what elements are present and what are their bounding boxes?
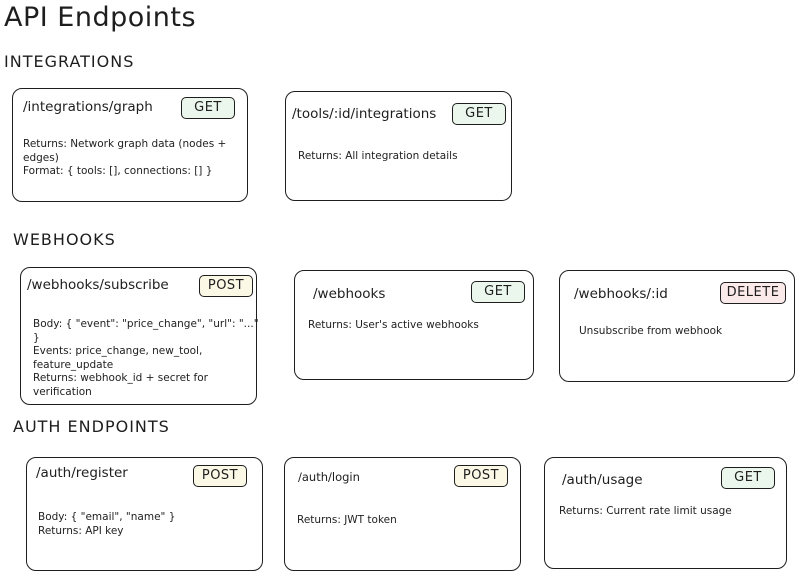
description-line: Returns: JWT token (297, 514, 397, 526)
description-line: feature_update (33, 358, 114, 371)
endpoint-path: /auth/login (298, 470, 360, 484)
section-integrations: INTEGRATIONS (4, 52, 135, 71)
endpoint-path: /tools/:id/integrations (292, 106, 437, 122)
method-badge: GET (452, 103, 506, 125)
description-line: Body: { "email", "name" } (38, 511, 176, 523)
card-auth-usage: /auth/usage GET Returns: Current rate li… (544, 457, 787, 569)
endpoint-path: /auth/register (36, 465, 128, 481)
endpoint-path: /webhooks/subscribe (27, 277, 169, 293)
description-line: Returns: User's active webhooks (308, 319, 479, 331)
description-line: Body: { "event": "price_change", "url": … (33, 318, 259, 330)
endpoint-path: /webhooks/:id (574, 286, 668, 302)
method-badge: POST (193, 465, 247, 487)
card-auth-register: /auth/register POST Body: { "email", "na… (26, 457, 263, 571)
section-auth: AUTH ENDPOINTS (13, 417, 170, 436)
page-title: API Endpoints (4, 2, 197, 33)
description-line: } (33, 331, 40, 344)
endpoint-path: /auth/usage (562, 472, 643, 488)
endpoint-description: Returns: Network graph data (nodes + edg… (23, 138, 226, 179)
description-line: Returns: All integration details (298, 150, 458, 162)
card-webhooks: /webhooks GET Returns: User's active web… (294, 270, 534, 380)
endpoint-path: /webhooks (313, 286, 386, 302)
description-line: Returns: webhook_id + secret for (33, 372, 208, 384)
section-webhooks: WEBHOOKS (13, 230, 116, 249)
endpoint-description: Returns: JWT token (297, 514, 397, 528)
method-badge: DELETE (720, 282, 786, 304)
description-line: verification (33, 385, 92, 398)
card-webhooks-subscribe: /webhooks/subscribe POST Body: { "event"… (20, 267, 259, 405)
method-badge: GET (181, 97, 235, 119)
card-tools-integrations: /tools/:id/integrations GET Returns: All… (285, 91, 512, 201)
description-line: Format: { tools: [], connections: [] } (23, 165, 213, 177)
endpoint-description: Body: { "event": "price_change", "url": … (33, 318, 259, 399)
description-line: Unsubscribe from webhook (579, 325, 723, 337)
method-badge: POST (199, 275, 253, 297)
card-integrations-graph: /integrations/graph GET Returns: Network… (12, 88, 248, 202)
description-line: Returns: Current rate limit usage (559, 505, 732, 517)
card-auth-login: /auth/login POST Returns: JWT token (284, 457, 521, 571)
endpoint-description: Returns: User's active webhooks (308, 319, 479, 333)
card-webhooks-id: /webhooks/:id DELETE Unsubscribe from we… (559, 270, 795, 382)
method-badge: POST (454, 465, 508, 487)
method-badge: GET (471, 281, 525, 303)
method-badge: GET (721, 467, 775, 489)
endpoint-description: Returns: Current rate limit usage (559, 505, 732, 519)
description-line: Returns: Network graph data (nodes + (23, 138, 227, 150)
endpoint-description: Body: { "email", "name" } Returns: API k… (38, 511, 175, 538)
endpoint-path: /integrations/graph (23, 99, 153, 115)
endpoint-description: Unsubscribe from webhook (579, 325, 722, 339)
description-line: Events: price_change, new_tool, (33, 345, 203, 357)
description-line: edges) (23, 151, 59, 164)
description-line: Returns: API key (38, 524, 124, 537)
endpoint-description: Returns: All integration details (298, 150, 458, 164)
